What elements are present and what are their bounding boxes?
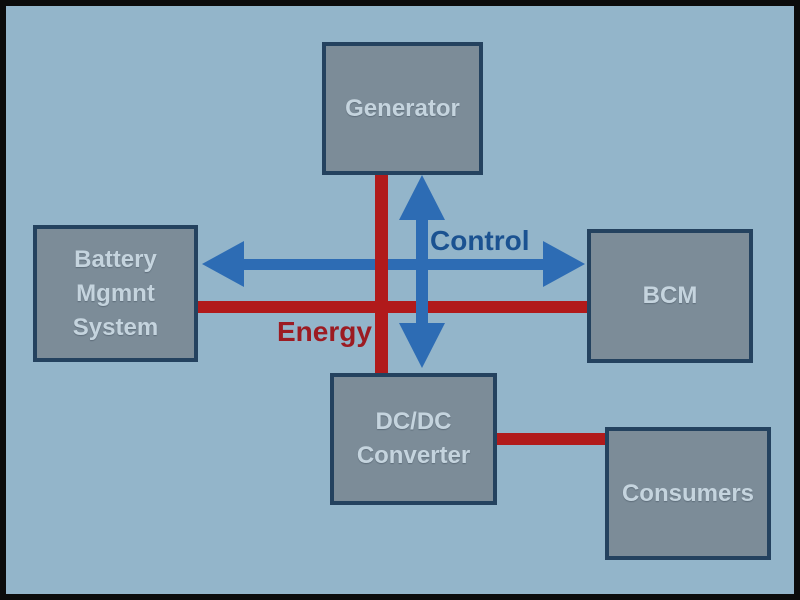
energy-line-generator-dcdc (375, 175, 388, 375)
energy-line-battery-bcm (198, 301, 588, 313)
control-line-generator-dcdc (416, 216, 428, 325)
node-bcm-label: BCM (642, 282, 698, 309)
energy-line-dcdc-consumers (497, 433, 607, 445)
node-generator-label: Generator (345, 94, 460, 122)
node-consumers: Consumers (605, 427, 771, 560)
node-battery-label-line2: Mgmnt (76, 279, 155, 307)
node-battery-label-line3: System (72, 313, 159, 341)
node-generator: Generator (322, 42, 483, 175)
node-bcm: BCM (587, 229, 753, 363)
arrowhead-right-icon (543, 241, 585, 287)
control-label: Control (430, 225, 530, 256)
energy-label: Energy (277, 316, 372, 347)
node-battery-mgmnt-system: Battery Mgmnt System (33, 225, 198, 362)
node-dcdc-converter: DC/DC Converter (330, 373, 497, 505)
node-dcdc-label-line2: Converter (356, 442, 471, 469)
control-line-battery-bcm (242, 259, 544, 270)
arrowhead-left-icon (202, 241, 244, 287)
node-battery-label-line1: Battery (74, 245, 157, 273)
arrowhead-down-icon (399, 323, 445, 368)
node-dcdc-label-line1: DC/DC (375, 408, 452, 435)
node-consumers-label: Consumers (621, 479, 755, 507)
arrowhead-up-icon (399, 175, 445, 220)
